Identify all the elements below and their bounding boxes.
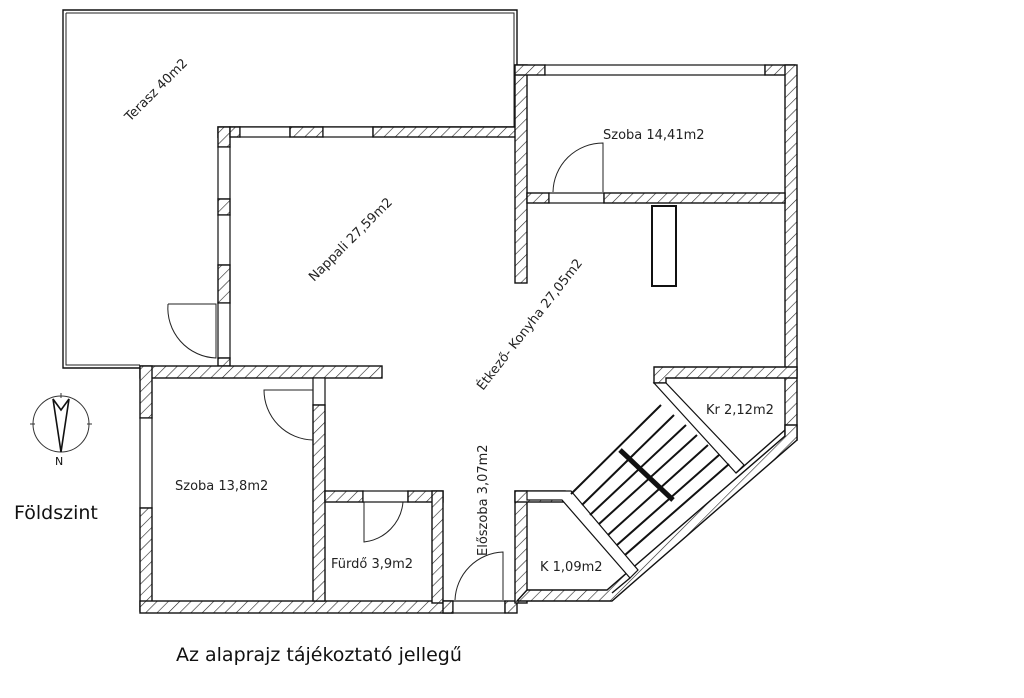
middle-wall: [139, 365, 383, 379]
room-label-terasz: Terasz 40m2: [122, 56, 191, 125]
bedroom2-walls: [139, 365, 453, 614]
disclaimer-text: Az alaprajz tájékoztató jellegű: [176, 644, 462, 666]
bedroom2-door-swing: [263, 389, 314, 441]
room-label-etkezo-konyha: Étkező- Konyha 27,05m2: [474, 256, 586, 394]
bedroom-door-swing: [552, 142, 604, 193]
living-room-west-wall: [217, 126, 231, 367]
staircase: [570, 404, 730, 556]
room-label-furdo: Fürdő 3,9m2: [331, 557, 413, 572]
level-title: Földszint: [14, 502, 98, 524]
living-room-north-wall: [229, 126, 518, 138]
room-label-kr: Kr 2,12m2: [706, 403, 774, 418]
terrace-door-swing: [167, 303, 217, 359]
bedroom-north-walls: [514, 64, 798, 441]
bathroom-walls: [324, 490, 444, 604]
north-arrow-icon: N: [30, 393, 92, 468]
kitchen-counter: [651, 205, 677, 287]
room-label-szoba-138: Szoba 13,8m2: [175, 479, 268, 494]
terrace-outline: [62, 9, 518, 369]
entrance-door-swing: [454, 551, 504, 601]
room-label-kamra: K 1,09m2: [540, 560, 603, 575]
stair-enclosure: [515, 366, 798, 602]
center-wall-upper: [514, 64, 528, 284]
room-label-eloszoba: Előszoba 3,07m2: [476, 444, 491, 556]
room-label-nappali: Nappali 27,59m2: [306, 195, 396, 285]
compass-label: N: [55, 455, 63, 468]
bathroom-door-swing: [363, 501, 404, 543]
room-label-szoba-1441: Szoba 14,41m2: [603, 128, 705, 143]
